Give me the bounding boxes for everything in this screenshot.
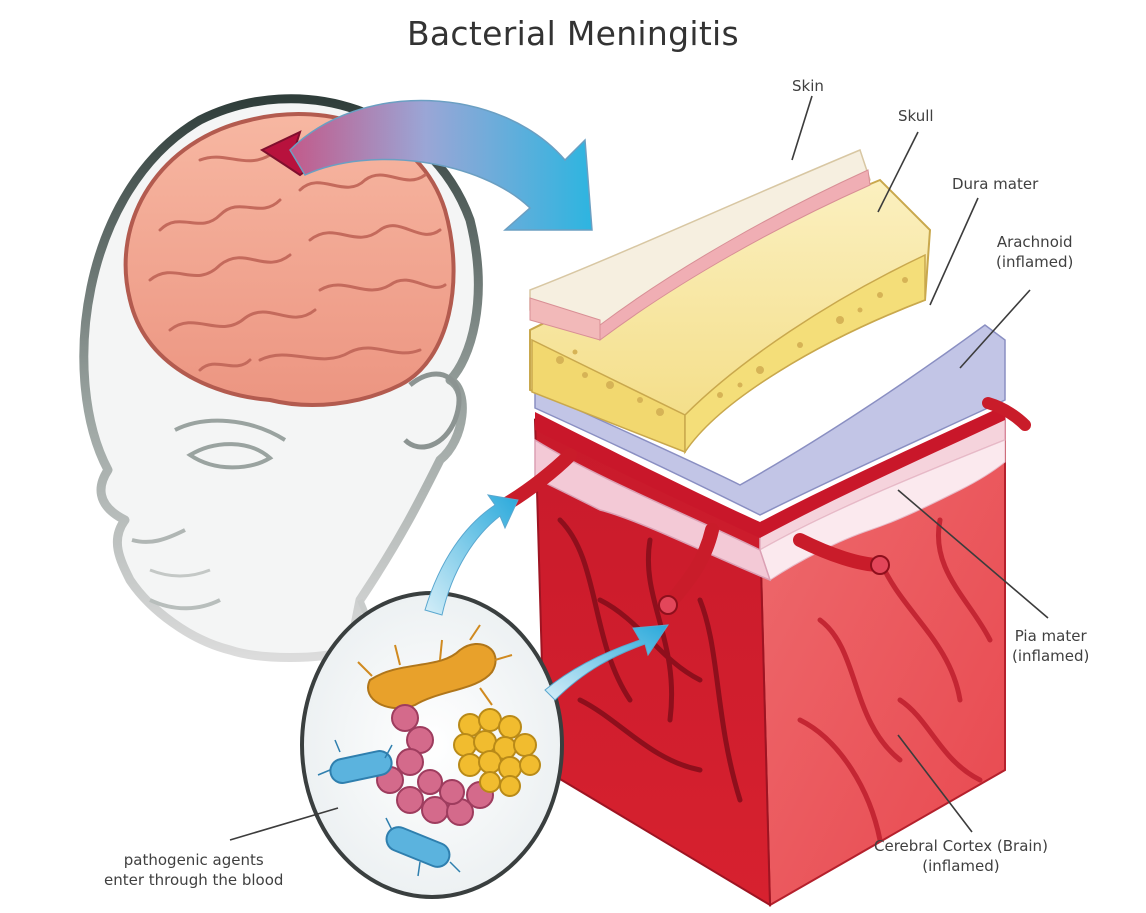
label-pathogenic-agents-line1: pathogenic agents — [104, 850, 283, 870]
label-cerebral-cortex: Cerebral Cortex (Brain) (inflamed) — [874, 836, 1048, 876]
pathogen-inset — [302, 593, 562, 897]
label-skull: Skull — [898, 106, 934, 126]
label-pia-mater: Pia mater (inflamed) — [1012, 626, 1089, 666]
label-cerebral-cortex-status: (inflamed) — [874, 856, 1048, 876]
label-dura-mater: Dura mater — [952, 174, 1038, 194]
label-pia-mater-name: Pia mater — [1012, 626, 1089, 646]
label-arachnoid-status: (inflamed) — [996, 252, 1073, 272]
meninges-cross-section — [505, 150, 1025, 905]
label-arachnoid-name: Arachnoid — [996, 232, 1073, 252]
label-pathogenic-agents-line2: enter through the blood — [104, 870, 283, 890]
label-arachnoid: Arachnoid (inflamed) — [996, 232, 1073, 272]
label-cerebral-cortex-name: Cerebral Cortex (Brain) — [874, 836, 1048, 856]
label-skin: Skin — [792, 76, 824, 96]
label-pathogenic-agents: pathogenic agents enter through the bloo… — [104, 850, 283, 890]
label-pia-mater-status: (inflamed) — [1012, 646, 1089, 666]
